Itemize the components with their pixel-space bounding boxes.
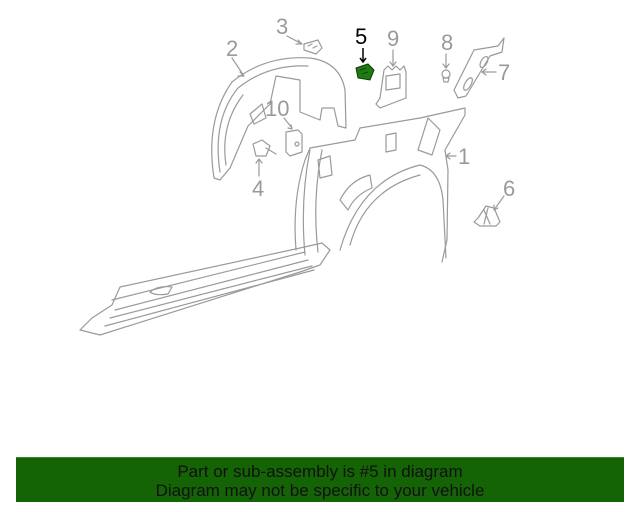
callout-3: 3 xyxy=(276,14,289,39)
parts-diagram xyxy=(79,35,505,336)
callout-9: 9 xyxy=(387,26,400,51)
banner-line-part: Part or sub-assembly is #5 in diagram xyxy=(177,462,463,481)
part-8-fastener xyxy=(441,53,451,83)
callout-1: 1 xyxy=(458,144,471,169)
part-1-quarter-panel xyxy=(79,107,466,336)
part-10-block xyxy=(283,117,303,157)
callout-7: 7 xyxy=(498,60,511,85)
part-6-bracket xyxy=(473,195,505,227)
part-2-wheelhouse xyxy=(211,57,347,181)
banner-line-disclaimer: Diagram may not be specific to your vehi… xyxy=(155,481,485,500)
callout-10: 10 xyxy=(265,96,290,121)
callout-6: 6 xyxy=(503,176,516,201)
part-4-bracket xyxy=(252,139,277,177)
part-9-panel xyxy=(375,49,407,109)
callout-5-highlighted: 5 xyxy=(355,24,368,49)
callout-2: 2 xyxy=(226,36,239,61)
part-5-highlighted xyxy=(355,48,375,81)
part-info-banner: Part or sub-assembly is #5 in diagram Di… xyxy=(16,457,624,502)
part-3-clip xyxy=(286,35,323,55)
part-7-brace xyxy=(453,37,505,99)
callout-4: 4 xyxy=(252,176,265,201)
callout-8: 8 xyxy=(441,30,454,55)
